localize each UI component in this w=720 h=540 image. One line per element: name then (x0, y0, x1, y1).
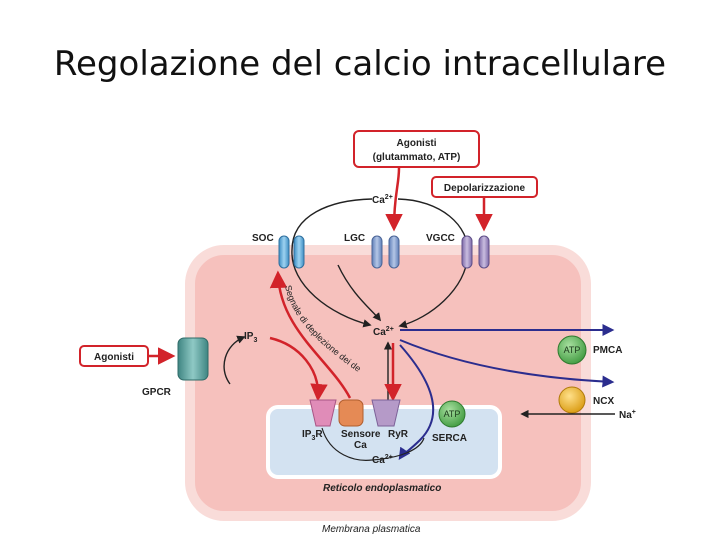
agonists-left-box (79, 345, 149, 367)
slide-title: Regolazione del calcio intracellulare (53, 44, 667, 84)
ncx-exchanger (558, 386, 586, 414)
ip3-to-ip3r-arrow (269, 336, 328, 402)
gpcr-receptor (177, 337, 209, 381)
vgcc-channel (461, 235, 490, 269)
store-signal-label: Segnale di deplezione dei depositi (0, 0, 363, 374)
ca-entry-loop-mid (337, 264, 382, 322)
ca-sensor (338, 399, 364, 427)
depolarization-box (431, 176, 538, 198)
na-label: Na+ (619, 409, 636, 421)
ca-entry-loop-left (291, 198, 373, 328)
depolarization-label: Depolarizzazione (444, 183, 526, 194)
soc-label: SOC (252, 233, 274, 244)
ca-sensor-label-line2: Ca (354, 440, 367, 451)
ca-sensor-label-line1: Sensore (341, 429, 381, 440)
ip3r-channel (309, 399, 337, 427)
agonists-top-line1: Agonisti (397, 138, 437, 149)
serca-atp-pump (438, 400, 466, 428)
pmca-atp-label: ATP (564, 345, 581, 355)
agonists-to-lgc-arrow (385, 167, 403, 232)
ca-extracellular-label: Ca2+ (372, 194, 393, 206)
pmca-label: PMCA (593, 345, 622, 356)
er-label: Reticolo endoplasmatico (323, 483, 441, 494)
store-depletion-arrow (269, 270, 352, 399)
vgcc-label: VGCC (426, 233, 455, 244)
ip3r-label: IP3R (302, 429, 323, 442)
er-ca-loop (321, 427, 425, 461)
ca-cytosol-label: Ca2+ (373, 326, 394, 338)
gpcr-label: GPCR (142, 387, 172, 398)
ca-er-label: Ca2+ (372, 454, 393, 466)
ryr-channel (371, 399, 401, 427)
membrane-label: Membrana plasmatica (322, 524, 421, 535)
agonists-top-box (353, 130, 480, 168)
agonists-top-line2: (glutammato, ATP) (373, 152, 461, 163)
ca-to-ncx-arrow (399, 339, 615, 388)
ncx-label: NCX (593, 396, 614, 407)
lgc-label: LGC (344, 233, 365, 244)
pmca-atp-pump (557, 335, 587, 365)
agonists-left-label: Agonisti (94, 352, 134, 363)
serca-label: SERCA (432, 433, 467, 444)
ryr-label: RyR (388, 429, 409, 440)
serca-atp-label: ATP (444, 409, 461, 419)
gpcr-to-ip3-arrow (223, 335, 246, 385)
ip3-label: IP3 (244, 331, 257, 344)
soc-channel (278, 235, 305, 269)
lgc-channel (371, 235, 400, 269)
